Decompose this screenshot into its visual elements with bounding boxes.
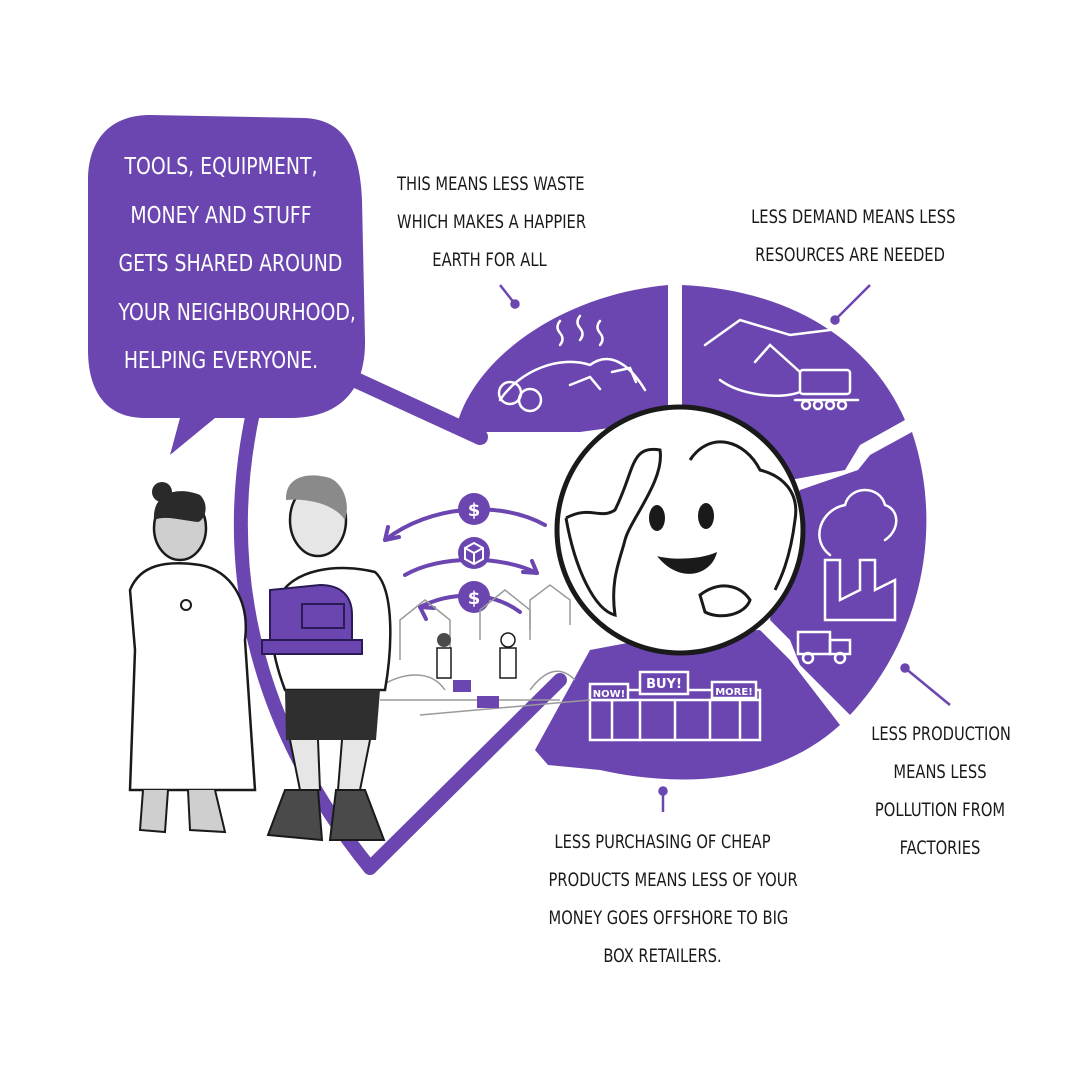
- coin-top-label: $: [468, 500, 481, 521]
- caption-demand-line-1: LESS DEMAND MEANS LESS: [751, 206, 956, 228]
- bubble-line-1: TOOLS, EQUIPMENT,: [124, 154, 318, 180]
- sewing-machine-icon: [261, 583, 363, 655]
- caption-waste-line-1: THIS MEANS LESS WASTE: [397, 173, 585, 195]
- box-icon: [458, 537, 490, 569]
- caption-production-line-3: POLLUTION FROM: [874, 799, 1006, 821]
- bubble-line-5: HELPING EVERYONE.: [123, 348, 319, 374]
- big-box-store-icon: [588, 670, 762, 742]
- caption-production: LESS PRODUCTION MEANS LESS POLLUTION FRO…: [871, 715, 1011, 867]
- landfill-icon: [497, 314, 647, 413]
- bubble-line-4: YOUR NEIGHBOURHOOD,: [118, 299, 356, 326]
- segment-production: [770, 432, 927, 715]
- man-figure: [261, 475, 392, 842]
- neighbor-figures: [436, 632, 517, 708]
- factory-icon: [796, 488, 898, 665]
- caption-production-line-2: MEANS LESS: [893, 761, 987, 783]
- woman-figure: [128, 482, 257, 834]
- dollar-coin-icon: $: [458, 493, 490, 525]
- caption-purchasing-line-4: BOX RETAILERS.: [603, 945, 722, 967]
- excavator-icon: [703, 318, 860, 411]
- caption-waste: THIS MEANS LESS WASTE WHICH MAKES A HAPP…: [397, 165, 587, 279]
- caption-purchasing-line-1: LESS PURCHASING OF CHEAP: [554, 831, 771, 853]
- caption-production-line-1: LESS PRODUCTION: [871, 723, 1011, 745]
- circle-segments: [455, 285, 927, 780]
- bubble-line-3: GETS SHARED AROUND: [118, 251, 343, 277]
- callout-lines: [499, 284, 951, 812]
- caption-waste-line-2: WHICH MAKES A HAPPIER: [397, 211, 587, 233]
- caption-purchasing-line-3: MONEY GOES OFFSHORE TO BIG: [548, 907, 789, 929]
- store-signs: NOW! BUY! MORE!: [593, 677, 753, 700]
- segment-waste: [455, 285, 668, 432]
- speech-bubble-text: TOOLS, EQUIPMENT, MONEY AND STUFF GETS S…: [118, 143, 356, 386]
- smiling-earth-icon: [554, 404, 806, 656]
- caption-demand-line-2: RESOURCES ARE NEEDED: [755, 244, 945, 266]
- dollar-coin-icon-2: $: [458, 581, 490, 613]
- speech-bubble-shape: [88, 115, 366, 455]
- caption-waste-line-3: EARTH FOR ALL: [432, 249, 547, 271]
- coin-bottom-label: $: [468, 588, 481, 609]
- caption-purchasing: LESS PURCHASING OF CHEAP PRODUCTS MEANS …: [548, 823, 798, 975]
- store-sign-more: MORE!: [715, 687, 753, 698]
- neighborhood-scene: [374, 584, 591, 716]
- segment-purchasing: [535, 630, 840, 780]
- caption-purchasing-line-2: PRODUCTS MEANS LESS OF YOUR: [548, 869, 798, 891]
- store-sign-buy: BUY!: [646, 677, 682, 692]
- store-sign-now: NOW!: [593, 689, 625, 700]
- caption-production-line-4: FACTORIES: [899, 837, 981, 859]
- caption-demand: LESS DEMAND MEANS LESS RESOURCES ARE NEE…: [751, 198, 956, 274]
- bubble-line-2: MONEY AND STUFF: [130, 202, 312, 229]
